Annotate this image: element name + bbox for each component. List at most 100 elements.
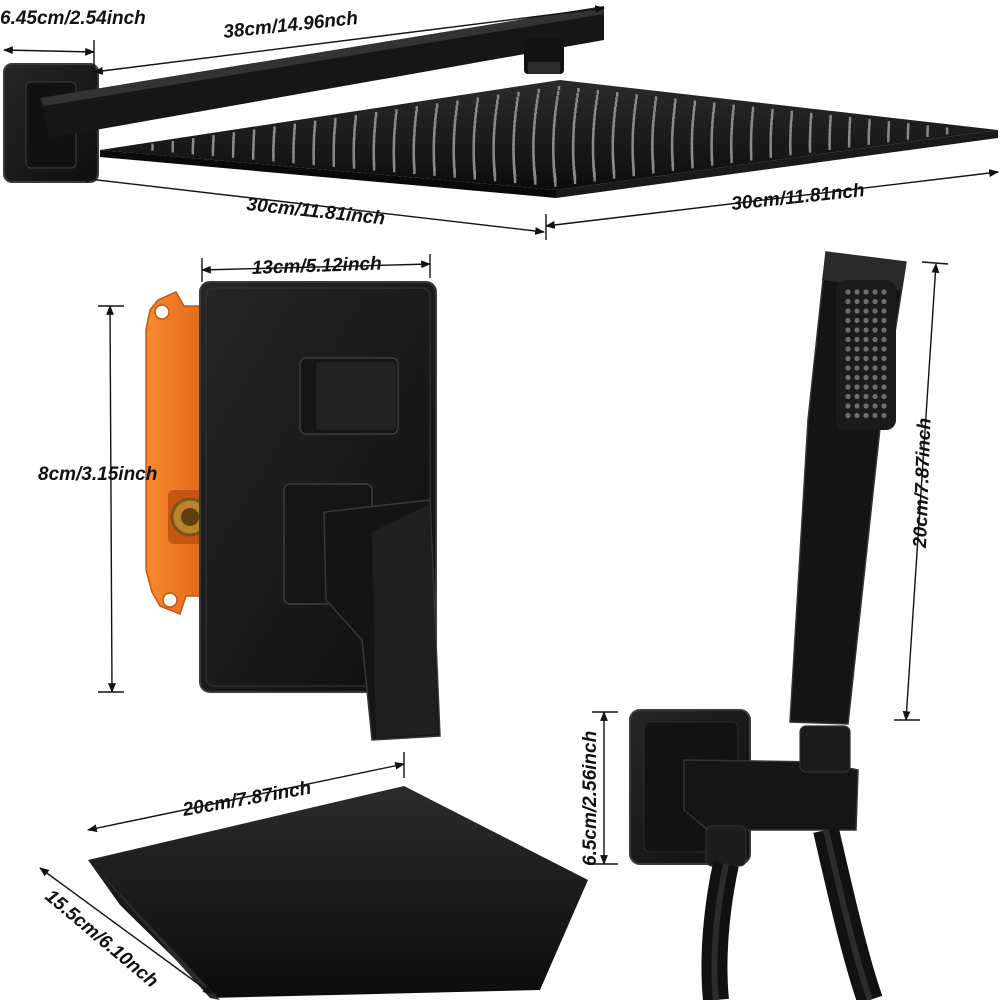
nozzle	[534, 108, 537, 114]
nozzle	[312, 148, 315, 156]
nozzle	[554, 105, 558, 111]
nozzle	[452, 137, 456, 145]
nozzle	[572, 126, 575, 133]
nozzle	[354, 114, 357, 121]
nozzle	[730, 150, 733, 159]
nozzle	[273, 126, 276, 133]
nozzle	[392, 150, 395, 159]
nozzle	[672, 112, 675, 119]
hand-nozzle	[854, 308, 860, 314]
hand-nozzle	[845, 289, 851, 295]
nozzle	[651, 156, 654, 165]
nozzle	[333, 122, 337, 129]
hand-nozzle	[854, 393, 860, 400]
nozzle	[211, 148, 215, 157]
hand-shower-nozzles	[845, 289, 887, 419]
hand-nozzle	[872, 298, 878, 305]
hand-nozzle	[863, 346, 869, 352]
nozzle	[413, 165, 416, 175]
nozzle	[809, 122, 812, 129]
nozzle	[552, 133, 555, 141]
nozzle	[332, 136, 336, 144]
nozzle	[651, 151, 654, 160]
nozzle	[433, 127, 436, 134]
nozzle	[613, 106, 617, 113]
nozzle	[512, 143, 515, 151]
nozzle	[751, 111, 754, 118]
nozzle	[790, 110, 793, 117]
nozzle	[670, 144, 674, 153]
hand-shower-icon	[789, 251, 907, 725]
nozzle	[472, 130, 476, 138]
nozzle	[730, 132, 733, 140]
nozzle	[713, 102, 716, 108]
nozzle	[352, 156, 355, 165]
nozzle	[352, 160, 356, 169]
nozzle	[631, 149, 634, 158]
nozzle	[572, 148, 575, 157]
nozzle	[515, 106, 518, 112]
nozzle	[312, 152, 315, 161]
nozzle	[847, 139, 851, 148]
head-width-label: 30cm/11.81inch	[245, 194, 386, 229]
nozzle	[412, 147, 415, 156]
nozzle	[828, 133, 831, 141]
nozzle	[828, 137, 831, 146]
nozzle	[332, 140, 335, 148]
nozzle	[732, 104, 735, 111]
nozzle	[191, 147, 194, 155]
nozzle	[887, 125, 890, 133]
hand-nozzle	[854, 336, 860, 343]
nozzle	[473, 121, 476, 128]
nozzle	[313, 125, 316, 132]
nozzle	[790, 115, 793, 122]
nozzle	[614, 101, 617, 108]
nozzle	[373, 126, 376, 133]
nozzle	[750, 152, 753, 161]
hand-nozzle	[881, 317, 887, 324]
nozzle	[293, 128, 296, 135]
nozzle	[496, 94, 500, 100]
nozzle	[730, 145, 733, 154]
nozzle	[472, 157, 476, 166]
nozzle	[789, 133, 792, 142]
nozzle	[631, 141, 634, 149]
nozzle	[434, 112, 437, 119]
nozzle	[652, 115, 655, 122]
nozzle	[750, 116, 754, 123]
hand-nozzle	[863, 355, 869, 362]
nozzle	[533, 117, 536, 124]
nozzle	[671, 162, 675, 171]
nozzle	[868, 123, 871, 131]
hand-nozzle	[881, 403, 887, 409]
tub-spout-icon	[88, 786, 588, 1000]
nozzle	[394, 113, 397, 120]
nozzle	[673, 103, 676, 109]
nozzle	[534, 113, 537, 119]
nozzle	[710, 135, 713, 143]
nozzle	[672, 117, 675, 124]
nozzle	[534, 175, 537, 185]
nozzle	[593, 109, 597, 116]
nozzle	[572, 121, 576, 128]
nozzle	[532, 127, 536, 134]
nozzle	[906, 127, 910, 135]
nozzle	[312, 143, 315, 151]
hand-nozzle	[854, 355, 860, 362]
nozzle	[809, 126, 812, 134]
hand-nozzle	[854, 346, 860, 352]
nozzle	[591, 150, 595, 159]
nozzle	[552, 124, 556, 131]
nozzle	[674, 98, 677, 104]
nozzle	[651, 124, 655, 132]
hand-nozzle	[845, 412, 851, 419]
nozzle	[372, 153, 375, 162]
nozzle	[473, 170, 476, 180]
hand-nozzle	[881, 289, 887, 295]
nozzle	[252, 129, 256, 136]
nozzle	[769, 136, 772, 144]
nozzle	[512, 138, 515, 147]
nozzle	[415, 106, 418, 112]
nozzle	[453, 124, 456, 131]
nozzle	[412, 143, 415, 151]
